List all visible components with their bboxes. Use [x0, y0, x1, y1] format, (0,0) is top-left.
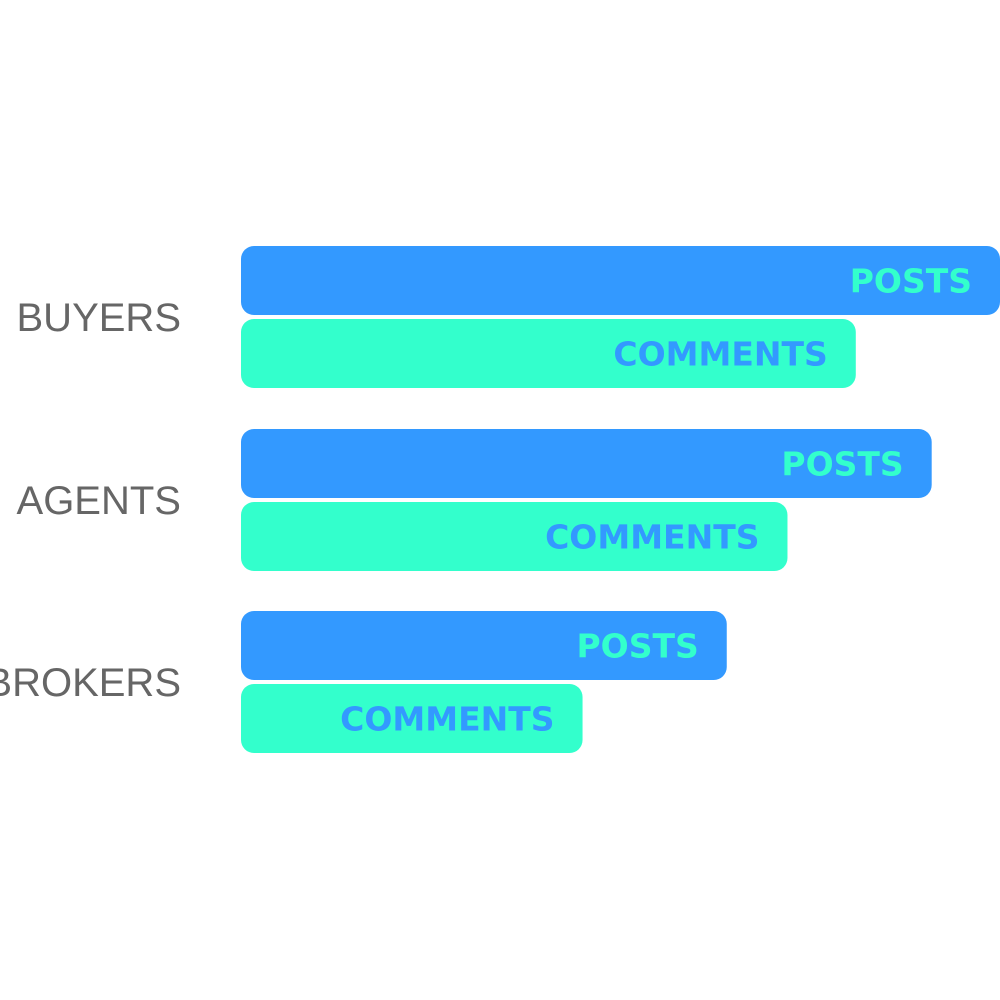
- bar-label-posts-agents: POSTS: [781, 445, 903, 484]
- bar-comments-brokers: [241, 684, 583, 753]
- category-label-agents: AGENTS: [17, 479, 181, 523]
- chart-body: BUYERS POSTS COMMENTS AGENTS POSTS COMMENTS BR…: [0, 246, 1000, 753]
- bar-posts-buyers: [241, 246, 1000, 315]
- bar-comments-buyers: [241, 319, 856, 388]
- category-label-brokers: BROKERS: [0, 661, 181, 705]
- bar-label-comments-buyers: COMMENTS: [613, 335, 827, 374]
- bar-label-comments-agents: COMMENTS: [545, 518, 759, 557]
- bar-label-comments-brokers: COMMENTS: [340, 700, 554, 739]
- bar-posts-agents: [241, 429, 932, 498]
- bar-label-posts-buyers: POSTS: [850, 262, 972, 301]
- category-label-buyers: BUYERS: [17, 296, 182, 340]
- bar-posts-brokers: [241, 611, 727, 680]
- bar-label-posts-brokers: POSTS: [576, 627, 698, 666]
- bar-comments-agents: [241, 502, 788, 571]
